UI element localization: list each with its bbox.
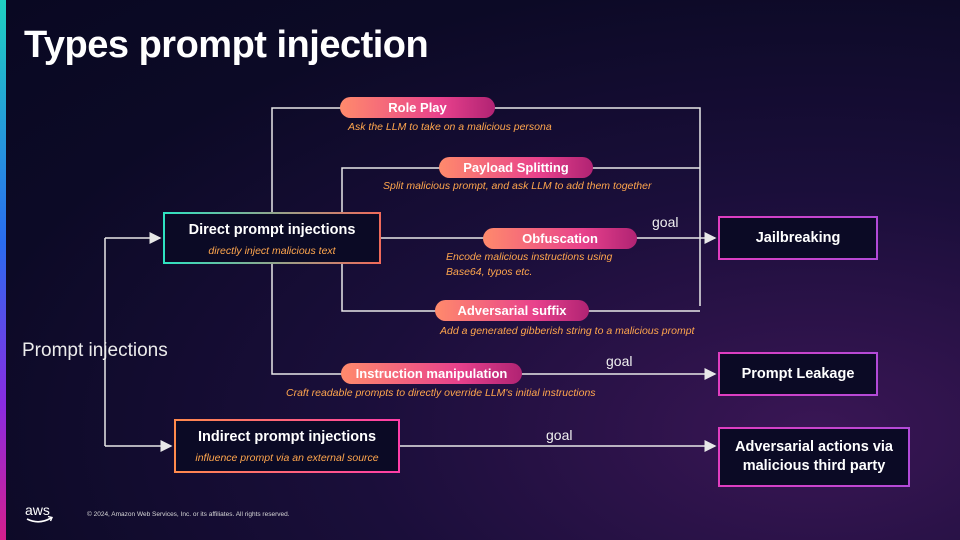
instruction-line: [271, 264, 717, 380]
goal-label-leakage: goal: [606, 353, 633, 369]
prompt-leakage-label: Prompt Leakage: [741, 366, 855, 382]
indirect-injection-box: Indirect prompt injections influence pro…: [174, 419, 400, 473]
payload-splitting-desc: Split malicious prompt, and ask LLM to a…: [383, 180, 652, 192]
obfuscation-pill: Obfuscation: [483, 228, 637, 249]
jailbreaking-label: Jailbreaking: [755, 230, 841, 246]
payload-splitting-pill: Payload Splitting: [439, 157, 593, 178]
direct-injection-desc: directly inject malicious text: [208, 245, 336, 257]
adversarial-suffix-pill: Adversarial suffix: [435, 300, 589, 321]
goal-label-jailbreak: goal: [652, 214, 679, 230]
role-play-desc: Ask the LLM to take on a malicious perso…: [348, 121, 552, 133]
prompt-leakage-box: Prompt Leakage: [718, 352, 878, 396]
role-play-pill: Role Play: [340, 97, 495, 118]
instruction-manipulation-pill: Instruction manipulation: [341, 363, 522, 384]
instruction-manipulation-desc: Craft readable prompts to directly overr…: [286, 387, 596, 399]
jailbreaking-box: Jailbreaking: [718, 216, 878, 260]
adversarial-actions-label: Adversarial actions via malicious third …: [735, 439, 893, 474]
obfuscation-desc-line2: Base64, typos etc.: [446, 266, 533, 278]
indirect-injection-label: Indirect prompt injections: [197, 429, 377, 445]
adversarial-actions-box: Adversarial actions via malicious third …: [718, 427, 910, 487]
root-label: Prompt injections: [22, 340, 168, 361]
obfuscation-desc-line1: Encode malicious instructions using: [446, 251, 613, 263]
direct-injection-label: Direct prompt injections: [188, 222, 356, 238]
accent-bar: [0, 0, 6, 540]
aws-logo-text: aws: [25, 502, 50, 518]
adversarial-suffix-desc: Add a generated gibberish string to a ma…: [440, 325, 695, 337]
page-title: Types prompt injection: [24, 24, 429, 66]
indirect-injection-desc: influence prompt via an external source: [195, 452, 379, 464]
copyright-text: © 2024, Amazon Web Services, Inc. or its…: [87, 511, 290, 518]
direct-injection-box: Direct prompt injections directly inject…: [163, 212, 381, 264]
goal-label-adversarial: goal: [546, 427, 573, 443]
aws-logo: aws: [25, 502, 55, 531]
